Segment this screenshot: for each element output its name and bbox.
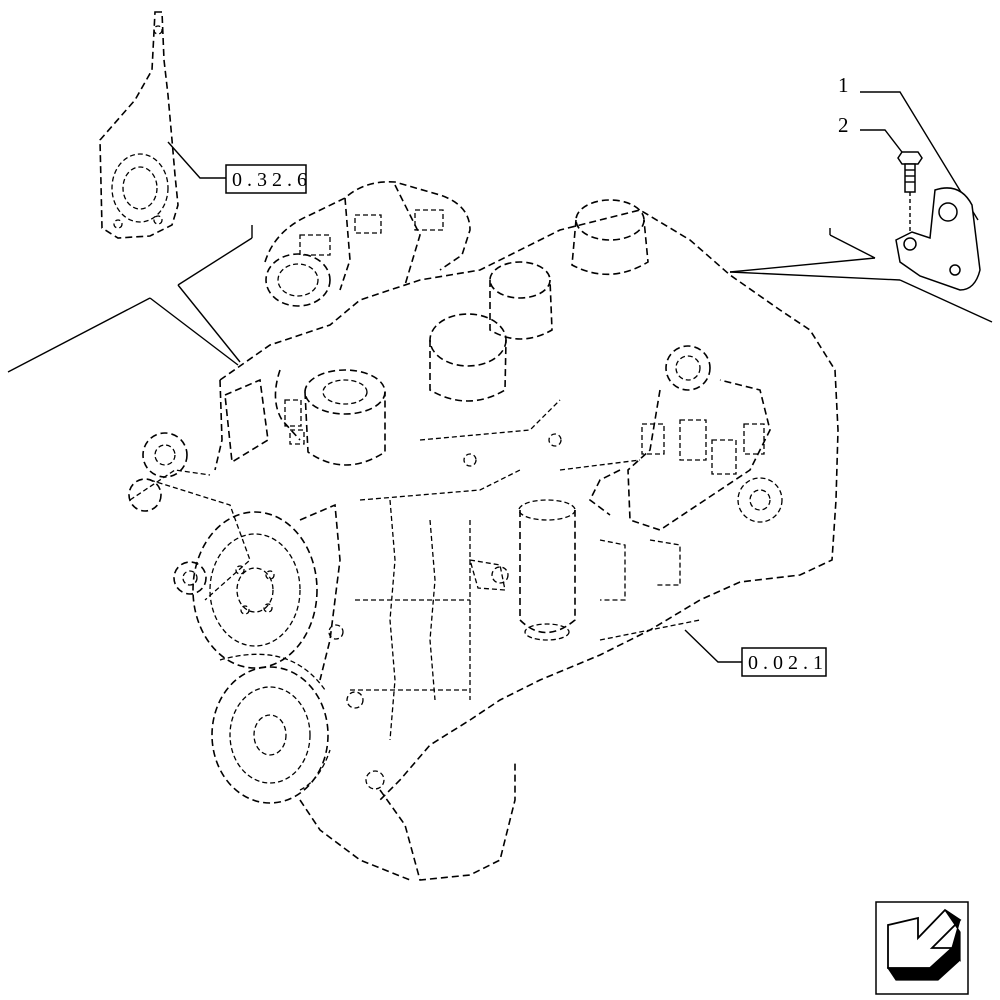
arrow-left-down-icon[interactable] [875, 901, 969, 995]
gasket-bracket-icon [99, 11, 179, 239]
leader-lines-left [7, 225, 253, 373]
reference-label-bottom-right: 0.02.1 [748, 652, 828, 674]
callout-1[interactable]: 1 [838, 73, 979, 221]
reference-box-top-left[interactable]: 0.32.6 [167, 141, 312, 194]
mounting-bracket-icon [895, 187, 981, 291]
bolt-icon [897, 151, 923, 236]
engine-assembly-icon [128, 181, 839, 881]
callout-2[interactable]: 2 [838, 113, 906, 157]
leader-lines-right [729, 228, 993, 323]
reference-box-bottom-right[interactable]: 0.02.1 [684, 629, 828, 677]
reference-label-top-left: 0.32.6 [232, 169, 312, 191]
callout-label-2: 2 [838, 113, 849, 137]
callout-label-1: 1 [838, 73, 849, 97]
